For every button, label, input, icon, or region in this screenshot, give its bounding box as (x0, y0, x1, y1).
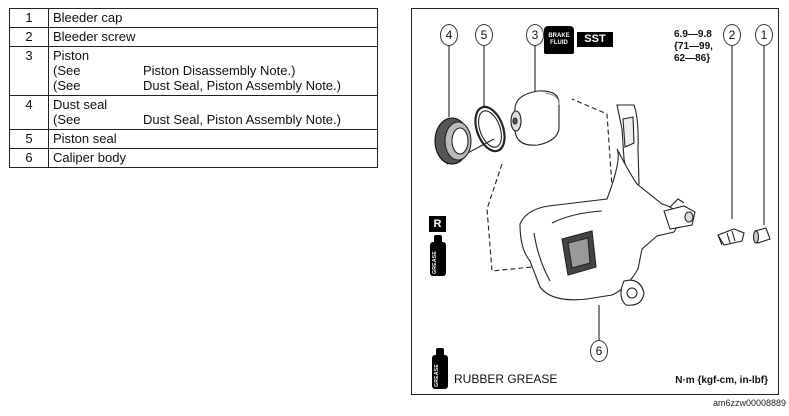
torque-spec: 6.9—9.8 {71—99, 62—86} (674, 29, 713, 64)
exploded-view-figure: 4 5 3 2 1 6 BRAKE FLUID SST 6.9—9.8 {71—… (411, 8, 779, 395)
part-description-line: (See Dust Seal, Piston Assembly Note.) (53, 78, 373, 93)
grease-can-icon: GREASE (430, 235, 446, 276)
part-number-cell: 5 (9, 129, 49, 149)
brake-fluid-icon-line1: BRAKE (548, 33, 570, 39)
caliper-body-part (519, 104, 696, 306)
part-description-text: Dust seal (53, 97, 108, 112)
callout-2: 2 (723, 24, 741, 46)
part-description-text: Bleeder screw (53, 29, 136, 44)
sst-badge: SST (577, 32, 613, 47)
part-description-line: (See Piston Disassembly Note.) (53, 63, 373, 78)
bleeder-screw-part (717, 228, 745, 246)
callout-3: 3 (526, 24, 544, 46)
part-description-line: Bleeder cap (53, 10, 373, 25)
part-description-line: Piston (53, 48, 373, 63)
part-description-cell: Dust seal(See Dust Seal, Piston Assembly … (48, 95, 378, 130)
part-reference-note: Piston Disassembly Note.) (143, 63, 296, 78)
legend-grease-can-icon: GREASE (432, 348, 448, 389)
part-description-text: (See (53, 63, 81, 78)
piston-part (510, 90, 560, 146)
rubber-grease-legend: RUBBER GREASE (454, 372, 558, 386)
part-description-cell: Caliper body (48, 148, 378, 168)
part-reference-note: Dust Seal, Piston Assembly Note.) (143, 112, 341, 127)
part-number-cell: 1 (9, 8, 49, 28)
dust-seal-part (434, 117, 472, 165)
legend-grease-can-label: GREASE (434, 364, 440, 387)
part-description-text: Caliper body (53, 150, 126, 165)
part-description-cell: Piston seal (48, 129, 378, 149)
replace-badge: R (429, 216, 446, 232)
parts-table-row: 1 Bleeder cap (9, 8, 378, 28)
parts-table-row: 4 Dust seal(See Dust Seal, Piston Assembly… (9, 95, 378, 130)
piston-seal-part (474, 105, 506, 153)
caliper-drawing (434, 45, 771, 342)
part-description-text: (See (53, 112, 81, 127)
part-description-line: Bleeder screw (53, 29, 373, 44)
grease-can-label: GREASE (432, 251, 438, 274)
callout-4: 4 (440, 24, 458, 46)
part-description-text: (See (53, 78, 81, 93)
part-description-line: (See Dust Seal, Piston Assembly Note.) (53, 112, 373, 127)
part-number-cell: 2 (9, 27, 49, 47)
part-description-cell: Bleeder screw (48, 27, 378, 47)
callout-5: 5 (475, 24, 493, 46)
part-number-cell: 3 (9, 46, 49, 96)
torque-units-note: N·m {kgf-cm, in-lbf} (675, 375, 768, 386)
bleeder-cap-part (752, 227, 771, 244)
part-description-line: Piston seal (53, 131, 373, 146)
parts-table-row: 2 Bleeder screw (9, 27, 378, 47)
part-description-line: Caliper body (53, 150, 373, 165)
image-id-label: am6zzw00008889 (712, 398, 786, 408)
part-description-cell: Bleeder cap (48, 8, 378, 28)
parts-table-row: 5 Piston seal (9, 129, 378, 149)
part-number-cell: 4 (9, 95, 49, 130)
callout-6: 6 (590, 340, 608, 362)
brake-fluid-icon-line2: FLUID (550, 40, 568, 46)
part-number-cell: 6 (9, 148, 49, 168)
part-description-text: Piston seal (53, 131, 117, 146)
parts-table-row: 6 Caliper body (9, 148, 378, 168)
brake-fluid-icon: BRAKE FLUID (544, 26, 574, 54)
part-reference-note: Dust Seal, Piston Assembly Note.) (143, 78, 341, 93)
part-description-text: Piston (53, 48, 90, 63)
part-description-text: Bleeder cap (53, 10, 123, 25)
callout-1: 1 (755, 24, 773, 46)
part-description-line: Dust seal (53, 97, 373, 112)
